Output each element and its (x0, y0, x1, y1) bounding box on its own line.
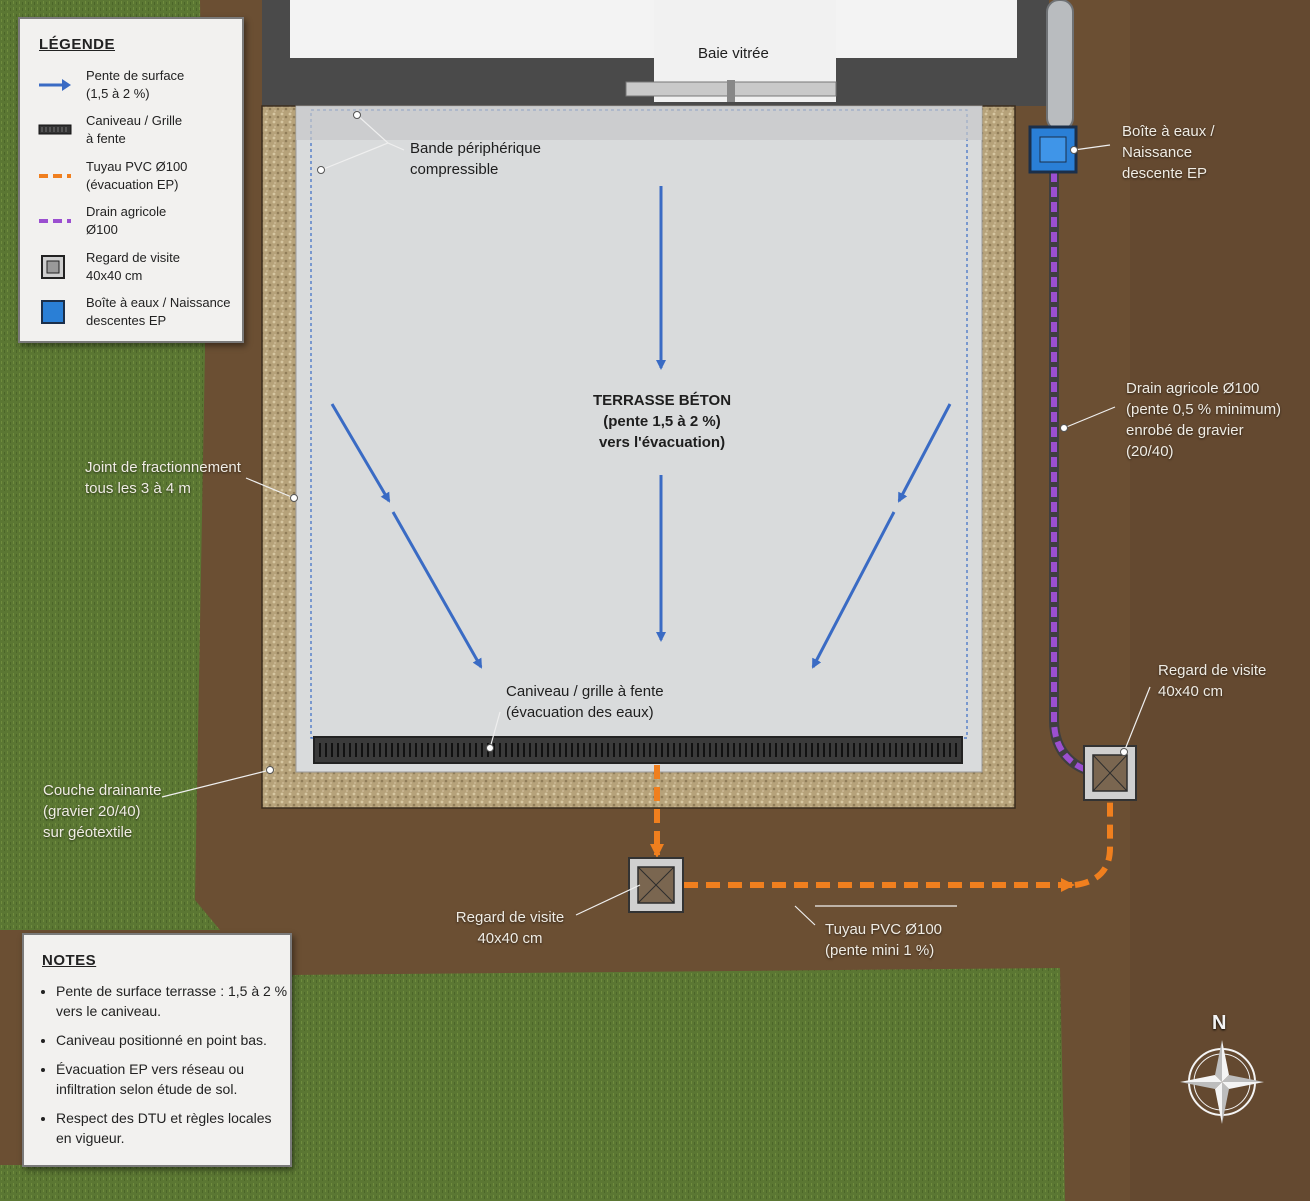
legend-item-grate: Caniveau / Grille à fente (38, 112, 238, 152)
leader-lines (161, 114, 1151, 926)
inspection-chamber-bottom (628, 857, 684, 913)
label-drain-channel: Caniveau / grille à fente (évacuation de… (506, 683, 664, 721)
blue-square-icon (41, 300, 65, 324)
orange-dash-icon (39, 174, 71, 178)
slope-arrow-left-upper (330, 403, 391, 503)
grass-bottom (290, 968, 1065, 1201)
legend-item-inspection-chamber: Regard de visite 40x40 cm (38, 249, 238, 289)
legend-item-pvc-pipe: Tuyau PVC Ø100 (évacuation EP) (38, 158, 238, 198)
legend-label: Boîte à eaux / Naissance descentes EP (86, 295, 231, 328)
label-drainage-layer: Couche drainante (gravier 20/40) sur géo… (43, 782, 162, 841)
label-water-box: Boîte à eaux / Naissance descente EP (1122, 123, 1215, 182)
drain-channel-grate (313, 736, 963, 764)
label-inspection-chamber-right: Regard de visite 40x40 cm (1158, 662, 1267, 700)
compass-north-label: N (1212, 1012, 1227, 1034)
notes-title: NOTES (42, 952, 97, 969)
soil-band-right (1130, 0, 1310, 1201)
notes-item: Respect des DTU et règles locales en vig… (56, 1108, 288, 1148)
legend-label: Pente de surface (1,5 à 2 %) (86, 68, 185, 101)
label-expansion-joint: Joint de fractionnement tous les 3 à 4 m (85, 459, 241, 497)
grey-square-icon (41, 255, 65, 279)
slope-arrows (330, 186, 952, 669)
water-box (1028, 125, 1078, 174)
slope-arrow-left-lower (391, 511, 483, 669)
legend-label: Drain agricole Ø100 (86, 204, 167, 237)
slope-arrow-right-upper (897, 403, 952, 503)
house-interior (290, 0, 1017, 58)
label-agricultural-drain: Drain agricole Ø100 (pente 0,5 % minimum… (1126, 380, 1282, 460)
slab-shadow-top (296, 106, 982, 140)
grate-icon (38, 124, 72, 135)
legend-title: LÉGENDE (39, 36, 116, 53)
leader-dots (266, 111, 1128, 774)
notes-item: Évacuation EP vers réseau ou infiltratio… (56, 1059, 288, 1099)
legend-item-water-box: Boîte à eaux / Naissance descentes EP (38, 294, 238, 334)
blue-arrow-icon (39, 79, 71, 91)
purple-dash-icon (39, 219, 71, 223)
legend-item-surface-slope: Pente de surface (1,5 à 2 %) (38, 67, 238, 107)
label-pvc-pipe: Tuyau PVC Ø100 (pente mini 1 %) (825, 921, 943, 959)
inspection-chamber-right (1083, 745, 1137, 801)
label-terrace-slope: (pente 1,5 à 2 %) vers l'évacuation) (598, 413, 726, 451)
legend-label: Caniveau / Grille à fente (86, 113, 183, 146)
label-sliding-window: Baie vitrée (698, 45, 769, 62)
pvc-pipes (650, 765, 1113, 892)
downpipe (1046, 0, 1074, 131)
label-terrace-title: TERRASSE BÉTON (592, 392, 732, 409)
grass-bottom-left (0, 1165, 290, 1201)
compass-rose-icon (1180, 1040, 1264, 1124)
legend-label: Regard de visite 40x40 cm (86, 250, 180, 283)
legend-item-agricultural-drain: Drain agricole Ø100 (38, 203, 238, 243)
slope-arrow-right-lower (811, 511, 896, 669)
notes-item: Pente de surface terrasse : 1,5 à 2 % ve… (56, 981, 288, 1021)
label-compressible-strip: Bande périphérique compressible (410, 140, 541, 178)
pvc-pipe-riser (1074, 802, 1113, 888)
label-inspection-chamber-bottom: Regard de visite 40x40 cm (455, 909, 565, 947)
notes-panel: NOTES Pente de surface terrasse : 1,5 à … (22, 933, 292, 1167)
legend-label: Tuyau PVC Ø100 (évacuation EP) (86, 159, 188, 192)
notes-list: Pente de surface terrasse : 1,5 à 2 % ve… (40, 981, 288, 1157)
notes-item: Caniveau positionné en point bas. (56, 1030, 288, 1050)
sliding-window-handle (727, 80, 735, 102)
legend-panel: LÉGENDE Pente de surface (1,5 à 2 %) Can… (18, 17, 244, 343)
concrete-slab (295, 105, 983, 773)
